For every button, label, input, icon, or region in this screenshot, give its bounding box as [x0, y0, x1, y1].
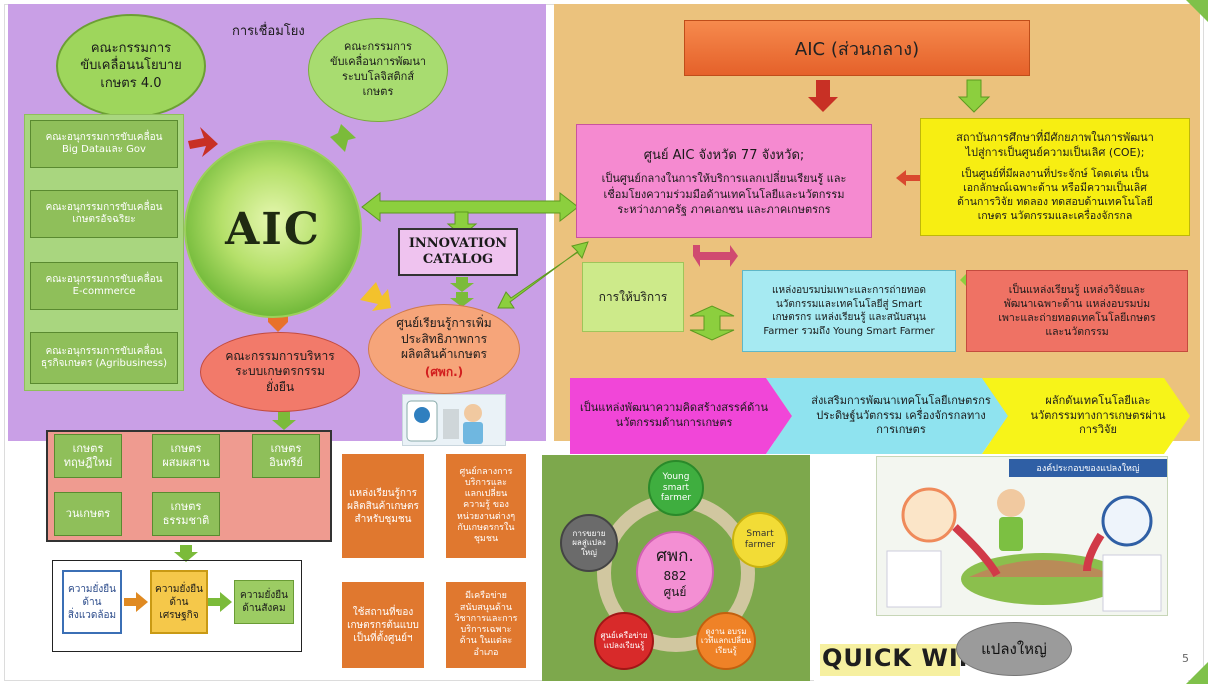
- coe-box: สถาบันการศึกษาที่มีศักยภาพในการพัฒนา ไปส…: [920, 118, 1190, 236]
- aic-logo-text: AIC: [225, 203, 321, 255]
- subcommittee-bigdata: คณะอนุกรรมการขับเคลื่อน Big Dataและ Gov: [30, 120, 178, 168]
- cycle-center-count: 882: [663, 569, 687, 583]
- quickwin-label: QUICK WIN: [822, 644, 980, 672]
- aic-logo: AIC: [184, 140, 362, 318]
- provincial-aic-desc: เป็นศูนย์กลางในการให้บริการแลกเปลี่ยนเรี…: [601, 172, 847, 217]
- coe-title: สถาบันการศึกษาที่มีศักยภาพในการพัฒนา ไปส…: [956, 130, 1154, 159]
- service-box: การให้บริการ: [582, 262, 684, 332]
- farming-agroforestry: วนเกษตร: [54, 492, 122, 536]
- feature-support-network: มีเครือข่าย สนับสนุนด้าน วิชาการและการ บ…: [446, 582, 526, 668]
- cycle-node-smart-farmer: Smart farmer: [732, 512, 788, 568]
- learning-center-label: ศูนย์เรียนรู้การเพิ่ม ประสิทธิภาพการ ผลิ…: [396, 316, 492, 362]
- chevron-technology: ส่งเสริมการพัฒนาเทคโนโลยีเกษตรกร ประดิษฐ…: [811, 393, 991, 437]
- subcommittee-smart-farming: คณะอนุกรรมการขับเคลื่อน เกษตรอัจฉริยะ: [30, 190, 178, 238]
- farming-new-theory: เกษตร ทฤษฎีใหม่: [54, 434, 122, 478]
- farming-organic: เกษตร อินทรีย์: [252, 434, 320, 478]
- corner-triangle-top: [1186, 0, 1208, 22]
- farmer-illustration-icon: [406, 400, 483, 444]
- sustainability-society: ความยั่งยืน ด้านสังคม: [234, 580, 294, 624]
- feature-community-learning: แหล่งเรียนรู้การ ผลิตสินค้าเกษตร สำหรับช…: [342, 454, 424, 558]
- farming-integrated: เกษตร ผสมผสาน: [152, 434, 220, 478]
- sustainable-committee: คณะกรรมการบริหาร ระบบเกษตรกรรม ยั่งยืน: [200, 332, 360, 412]
- sustainability-environment: ความยั่งยืน ด้าน สิ่งแวดล้อม: [62, 570, 122, 634]
- learning-center: ศูนย์เรียนรู้การเพิ่ม ประสิทธิภาพการ ผลิ…: [368, 304, 520, 394]
- training-box: แหล่งอบรมบ่มเพาะและการถ่ายทอด นวัตกรรมแล…: [742, 270, 956, 352]
- quickwin-label-bg: [820, 644, 960, 676]
- farming-natural: เกษตร ธรรมชาติ: [152, 492, 220, 536]
- provincial-aic-title: ศูนย์ AIC จังหวัด 77 จังหวัด;: [643, 148, 805, 164]
- feature-service-hub: ศูนย์กลางการ บริการและ แลกเปลี่ยน ความรู…: [446, 454, 526, 558]
- corner-triangle-bottom: [1186, 662, 1208, 684]
- cycle-center: ศพก. 882 ศูนย์: [636, 531, 714, 613]
- slide-number: 5: [1182, 652, 1189, 665]
- chevron-strip: [570, 378, 1190, 454]
- cycle-node-young-smart-farmer: Young smart farmer: [648, 460, 704, 516]
- logistics-committee: คณะกรรมการ ขับเคลื่อนการพัฒนา ระบบโลจิสต…: [308, 18, 448, 122]
- cycle-node-expansion: การขยาย ผลสู่แปลง ใหญ่: [560, 514, 618, 572]
- coe-desc: เป็นศูนย์ที่มีผลงานที่ประจักษ์ โดดเด่น เ…: [957, 167, 1153, 223]
- sustainability-economy: ความยั่งยืน ด้าน เศรษฐกิจ: [150, 570, 208, 634]
- cycle-center-title: ศพก.: [656, 546, 694, 566]
- chevron-research: ผลักดันเทคโนโลยีและ นวัตกรรมทางการเกษตรผ…: [1030, 393, 1166, 437]
- subcommittee-ecommerce: คณะอนุกรรมการขับเคลื่อน E-commerce: [30, 262, 178, 310]
- feature-model-farmer-site: ใช้สถานที่ของ เกษตรกรต้นแบบ เป็นที่ตั้งศ…: [342, 582, 424, 668]
- large-plot-infographic: องค์ประกอบของแปลงใหญ่: [876, 456, 1168, 616]
- research-box: เป็นแหล่งเรียนรู้ แหล่งวิจัยและ พัฒนาเฉพ…: [966, 270, 1188, 352]
- learning-center-illustration: [402, 394, 506, 446]
- chevron-creativity: เป็นแหล่งพัฒนาความคิดสร้างสรรค์ด้าน นวัต…: [580, 401, 768, 429]
- infographic-diagram: [886, 487, 1162, 612]
- policy-committee: คณะกรรมการ ขับเคลื่อนนโยบาย เกษตร 4.0: [56, 14, 206, 118]
- cycle-node-study-visit: ดูงาน อบรม เวทีแลกเปลี่ยน เรียนรู้: [696, 612, 756, 670]
- infographic-banner: องค์ประกอบของแปลงใหญ่: [1009, 459, 1167, 477]
- learning-center-abbr: (ศพก.): [424, 364, 464, 379]
- sustainability-frame: [52, 560, 302, 652]
- innovation-catalog: INNOVATION CATALOG: [398, 228, 518, 276]
- provincial-aic-box: ศูนย์ AIC จังหวัด 77 จังหวัด; เป็นศูนย์ก…: [576, 124, 872, 238]
- central-aic-title: AIC (ส่วนกลาง): [684, 20, 1030, 76]
- cycle-node-network-center: ศูนย์เครือข่าย แปลงเรียนรู้: [594, 612, 654, 670]
- cycle-center-unit: ศูนย์: [663, 585, 687, 599]
- link-label: การเชื่อมโยง: [232, 24, 305, 39]
- subcommittee-agribusiness: คณะอนุกรรมการขับเคลื่อน ธุรกิจเกษตร (Agr…: [30, 332, 178, 384]
- large-plot-badge: แปลงใหญ่: [956, 622, 1072, 676]
